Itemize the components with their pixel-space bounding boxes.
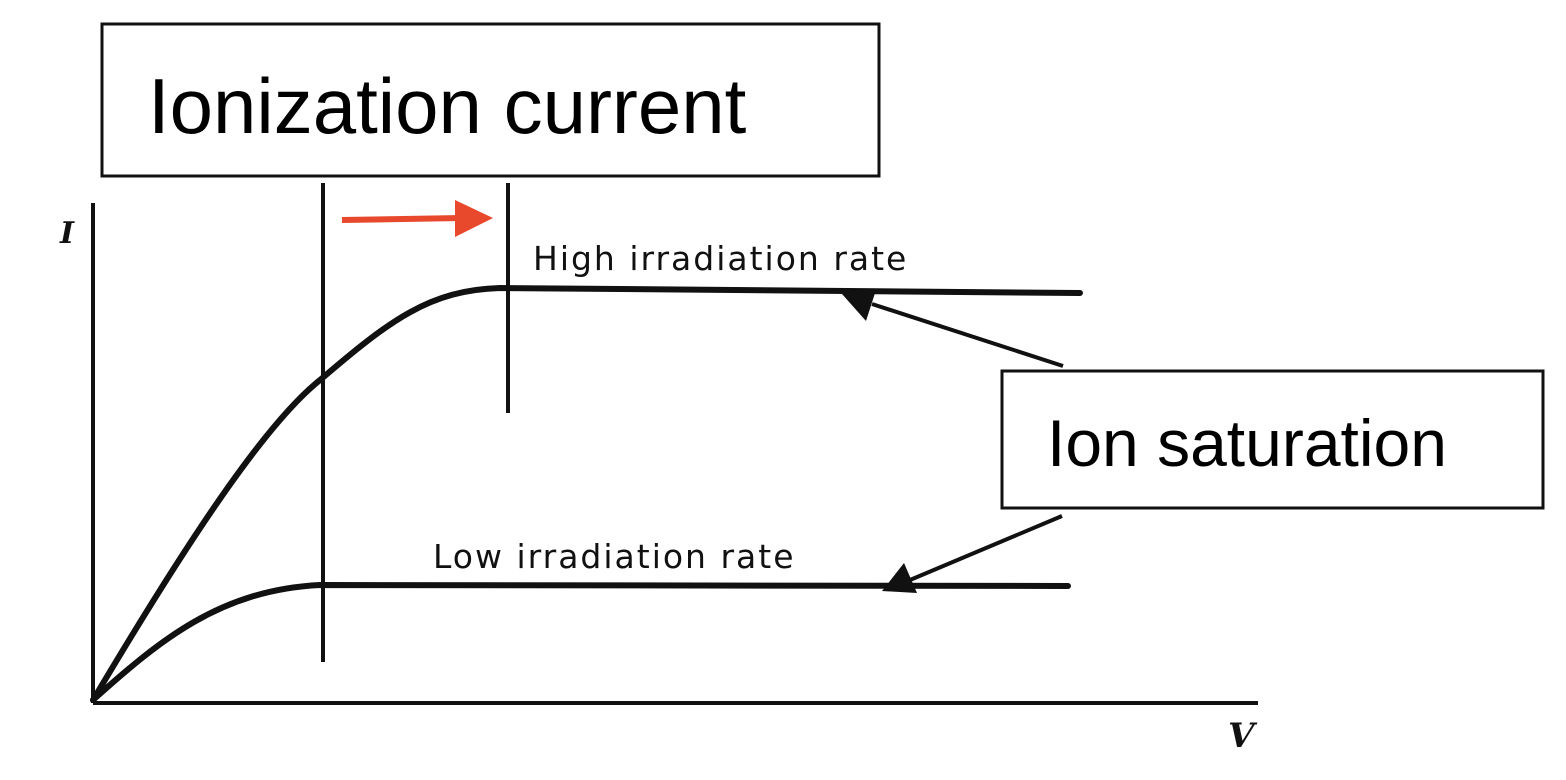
ion-saturation-box xyxy=(1000,369,1545,510)
x-axis-label: V xyxy=(1228,716,1258,756)
low-irradiation-label: Low irradiation rate xyxy=(433,537,796,576)
high-irradiation-curve xyxy=(90,284,1083,703)
red-right-arrow-icon xyxy=(341,200,493,237)
pointer-arrow-high-icon xyxy=(842,290,1064,368)
low-irradiation-curve xyxy=(90,581,1071,703)
high-irradiation-label: High irradiation rate xyxy=(533,239,908,278)
ionization-current-label: Ionization current xyxy=(148,62,747,150)
y-axis-label: I xyxy=(59,216,75,251)
ionization-current-box xyxy=(100,22,881,178)
pointer-arrow-low-icon xyxy=(882,514,1063,593)
ion-saturation-label: Ion saturation xyxy=(1047,406,1447,480)
